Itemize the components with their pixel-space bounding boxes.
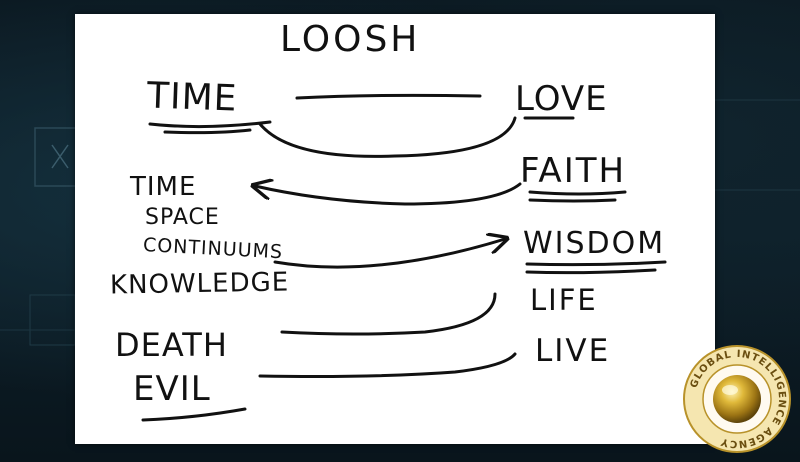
- drawing-strokes: [141, 93, 667, 422]
- time-love-line: [295, 93, 482, 100]
- hud-close-mark: [51, 144, 69, 169]
- hud-panel: [29, 294, 76, 346]
- hud-frame: [34, 127, 81, 187]
- seal-gold-sphere: [713, 375, 761, 423]
- label-time: TIME: [146, 75, 239, 120]
- wisdom-underline-2: [525, 268, 657, 275]
- label-faith: FAITH: [520, 151, 627, 191]
- faith-underline-2: [528, 198, 617, 203]
- label-knowledge: KNOWLEDGE: [109, 267, 290, 301]
- wisdom-arrow: [273, 239, 505, 269]
- label-time-space-line1: TIME: [130, 172, 197, 202]
- faith-underline: [528, 190, 627, 196]
- label-death: DEATH: [115, 326, 228, 364]
- label-evil: EVIL: [133, 369, 211, 409]
- evil-live-curve: [258, 352, 517, 378]
- whiteboard: LOOSH TIME LOVE FAITH TIME SPACE CONTINU…: [75, 14, 715, 444]
- label-wisdom: WISDOM: [523, 226, 666, 261]
- label-time-space-line2: SPACE: [145, 205, 220, 230]
- title-loosh: LOOSH: [280, 19, 421, 60]
- faith-arrow: [255, 184, 522, 206]
- love-time-arc: [258, 116, 517, 158]
- time-underline: [148, 120, 272, 129]
- evil-underline: [141, 407, 247, 422]
- wisdom-underline: [525, 260, 667, 267]
- agency-seal-logo: GLOBAL INTELLIGENCE AGENCY: [683, 345, 791, 453]
- label-life: LIFE: [530, 283, 598, 317]
- label-love: LOVE: [515, 79, 608, 119]
- death-life-curve: [280, 292, 497, 336]
- label-live: LIVE: [535, 333, 611, 369]
- time-underline-2: [163, 128, 252, 135]
